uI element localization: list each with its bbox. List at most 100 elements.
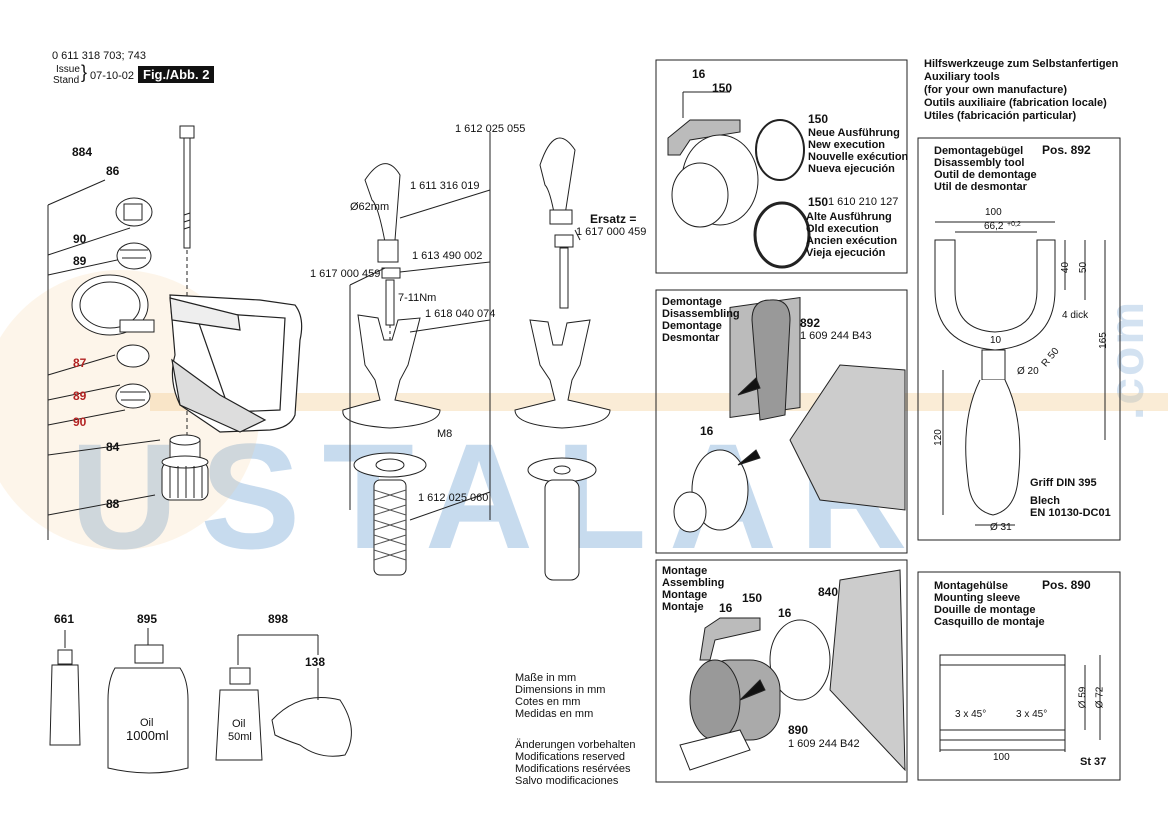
tool-892-code: 1 609 244 B43 [800, 330, 872, 342]
montage-title-1: Assembling [662, 577, 725, 589]
left-bracket [47, 179, 161, 540]
ring-panel-150-top: 150 [712, 81, 733, 95]
demontage-title-3: Desmontar [662, 332, 720, 344]
demontage-title-2: Demontage [662, 320, 722, 332]
montage-840: 840 [818, 585, 839, 599]
new-ring-line-1: New execution [808, 139, 886, 151]
strap-handle-right [514, 137, 611, 581]
part-86: 86 [106, 164, 120, 178]
chamfer-left: 3 x 45° [955, 709, 987, 720]
dim-120: 120 [932, 429, 944, 446]
brace-glyph: } [81, 62, 88, 82]
old-ring-code: 1 610 210 127 [828, 196, 899, 208]
demontage-16: 16 [700, 424, 714, 438]
clamp-band [71, 274, 155, 336]
montage-16-left: 16 [719, 601, 733, 615]
blech-standard: EN 10130-DC01 [1030, 507, 1111, 519]
dim-100-top: 100 [985, 207, 1002, 218]
sleeve890-art [939, 654, 1101, 752]
panel-montage-frame [655, 559, 908, 783]
part-895: 895 [137, 612, 158, 626]
ring-panel-art [667, 91, 811, 269]
montage-150: 150 [742, 591, 763, 605]
note-changes-1: Modifications reserved [515, 751, 626, 763]
chamfer-right: 3 x 45° [1016, 709, 1048, 720]
note-changes-3: Salvo modificaciones [515, 775, 619, 787]
figure-label: Fig./Abb. 2 [138, 66, 215, 83]
sleeve890-title-0: Montagehülse [934, 580, 1008, 592]
note-dims-2: Cotes en mm [515, 696, 581, 708]
bottom-parts-art [49, 628, 352, 774]
old-ring-line-3: Vieja ejecución [806, 247, 886, 259]
code-1611316019: 1 611 316 019 [410, 180, 480, 192]
panel-rings-frame [655, 59, 908, 274]
part-84: 84 [106, 440, 120, 454]
watermark-text: USTALAR [70, 412, 930, 580]
oil-bottle-large-label: Oil [140, 717, 154, 729]
part-89-top: 89 [73, 254, 87, 268]
griff-din: Griff DIN 395 [1030, 477, 1097, 489]
tool892-title-3: Util de desmontar [934, 181, 1027, 193]
torque-value: 7-11Nm [398, 292, 437, 304]
issue-date: 07-10-02 [90, 70, 135, 82]
aux-line-3: Outils auxiliaire (fabrication locale) [924, 97, 1107, 109]
sleeve-890-code: 1 609 244 B42 [788, 738, 860, 750]
middle-leaders [349, 132, 581, 521]
part-884: 884 [72, 145, 93, 159]
dim-66-tol: +0,2 [1007, 221, 1021, 228]
code-1613490002: 1 613 490 002 [412, 250, 483, 262]
tool892-title-2: Outil de demontage [934, 169, 1037, 181]
old-ring-number: 150 [808, 195, 829, 209]
old-ring-line-0: Alte Ausführung [806, 211, 892, 223]
dim-50: 50 [1078, 261, 1090, 274]
part-898: 898 [268, 612, 289, 626]
dim-d72: Ø 72 [1094, 686, 1106, 709]
part-87: 87 [73, 356, 87, 370]
dim-d31: Ø 31 [990, 522, 1012, 533]
note-changes-0: Änderungen vorbehalten [515, 739, 636, 751]
tool892-pos: Pos. 892 [1042, 143, 1091, 157]
demontage-title-1: Disassembling [662, 308, 740, 320]
old-ring-line-2: Ancien exécution [806, 235, 898, 247]
sleeve890-pos: Pos. 890 [1042, 578, 1091, 592]
part-90-bottom: 90 [73, 415, 87, 429]
tool892-title-0: Demontagebügel [934, 145, 1024, 157]
part-90-top: 90 [73, 232, 87, 246]
code-1618040074: 1 618 040 074 [425, 308, 496, 320]
material-st37: St 37 [1080, 756, 1107, 768]
strap-diameter: Ø62mm [350, 201, 390, 213]
aux-line-0: Hilfswerkzeuge zum Selbstanfertigen [924, 58, 1119, 70]
blech-label: Blech [1030, 495, 1060, 507]
sleeve890-title-1: Mounting sleeve [934, 592, 1021, 604]
montage-title-2: Montage [662, 589, 708, 601]
note-dims-3: Medidas en mm [515, 708, 594, 720]
old-ring-line-1: Old execution [806, 223, 879, 235]
screw-knob [161, 434, 209, 501]
aux-line-1: Auxiliary tools [924, 71, 1000, 83]
new-ring-number: 150 [808, 112, 829, 126]
washer-top [115, 197, 153, 270]
tool892-title-1: Disassembly tool [934, 157, 1025, 169]
doc-number: 0 611 318 703; 743 [52, 50, 146, 62]
sleeve890-title-3: Casquillo de montaje [934, 616, 1045, 628]
dim-10: 10 [990, 335, 1002, 346]
aux-line-4: Utiles (fabricación particular) [924, 110, 1077, 122]
strap-handle-left [342, 163, 441, 576]
part-88: 88 [106, 497, 120, 511]
dim-165: 165 [1097, 332, 1109, 349]
montage-890: 890 [788, 723, 809, 737]
montage-panel-art [679, 569, 906, 772]
thread-m8: M8 [437, 428, 453, 440]
code-1612025055: 1 612 025 055 [455, 123, 526, 135]
new-ring-line-2: Nouvelle exécution [808, 151, 909, 163]
dim-100-sleeve: 100 [993, 752, 1010, 763]
note-dims-0: Maße in mm [515, 672, 577, 684]
stand-label: Stand [53, 75, 80, 86]
washer-bottom [115, 344, 151, 409]
new-ring-line-3: Nueva ejecución [808, 163, 895, 175]
montage-title-0: Montage [662, 565, 708, 577]
panel-tool892-frame [917, 137, 1121, 541]
dim-66: 66,2 [984, 221, 1004, 232]
oil-bottle-small-label: Oil [232, 718, 246, 730]
